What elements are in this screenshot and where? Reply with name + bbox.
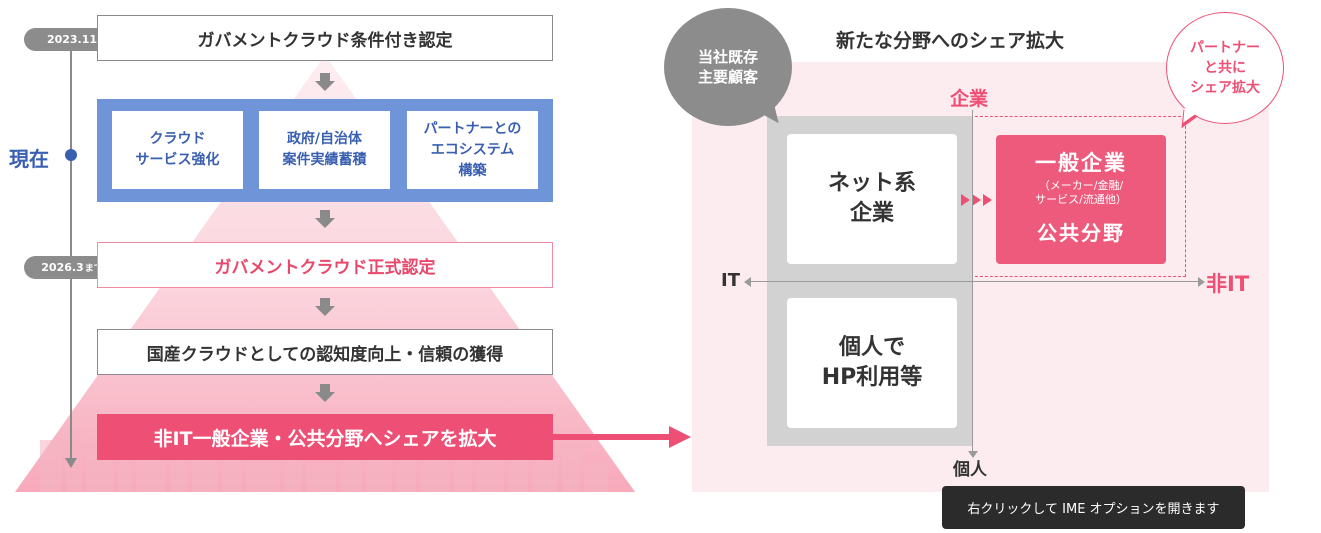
card-cloud-service: クラウド サービス強化	[112, 111, 243, 189]
step-expand-share: 非IT一般企業・公共分野へシェアを拡大	[97, 414, 553, 460]
axis-vertical	[972, 110, 973, 456]
axis-horizontal	[748, 281, 1200, 282]
card-government-projects: 政府/自治体 案件実績蓄積	[259, 111, 390, 189]
connector-arrow-icon	[669, 426, 691, 448]
partner-region	[975, 116, 1186, 277]
bubble-partner	[1166, 12, 1284, 124]
bubble-existing-customers	[664, 8, 792, 126]
axis-horizontal-arrow-right	[1198, 277, 1205, 287]
general-companies-sub: （メーカー/金融/ サービス/流通他）	[1035, 179, 1127, 206]
axis-horizontal-arrow-left	[744, 277, 751, 287]
public-sector-label: 公共分野	[1037, 221, 1125, 245]
quadrant-general-public: 一般企業 （メーカー/金融/ サービス/流通他） 公共分野	[996, 135, 1166, 264]
quadrant-personal-hp: 個人で HP利用等	[787, 298, 957, 428]
axis-label-non-it: 非IT	[1206, 272, 1250, 296]
bubble-partner-text: パートナー と共に シェア拡大	[1190, 40, 1260, 96]
right-title: 新たな分野へのシェア拡大	[836, 30, 1065, 52]
step-recognition-trust: 国産クラウドとしての認知度向上・信頼の獲得	[97, 329, 553, 375]
card-partner-ecosystem: パートナーとの エコシステム 構築	[407, 111, 538, 189]
date-badge-start: 2023.11	[24, 28, 120, 51]
now-dot	[65, 149, 77, 161]
timeline-arrow-head	[65, 458, 77, 468]
general-companies-title: 一般企業	[1035, 151, 1127, 175]
axis-label-enterprise: 企業	[950, 88, 989, 110]
axis-label-it: IT	[721, 270, 740, 291]
ime-tooltip: 右クリックして IME オプションを開きます	[942, 486, 1245, 529]
connector-arrow-stem	[553, 434, 671, 440]
axis-label-individual: 個人	[953, 460, 987, 480]
step-conditional-certification: ガバメントクラウド条件付き認定	[97, 15, 553, 61]
initiatives-panel: クラウド サービス強化 政府/自治体 案件実績蓄積 パートナーとの エコシステム…	[97, 99, 553, 202]
timeline-line	[70, 40, 72, 460]
quadrant-net-companies: ネット系 企業	[787, 134, 957, 264]
step-official-certification: ガバメントクラウド正式認定	[97, 242, 553, 288]
now-label: 現在	[9, 147, 49, 171]
axis-vertical-arrow-down	[968, 451, 978, 458]
bubble-existing-text: 当社既存 主要顧客	[697, 48, 758, 86]
